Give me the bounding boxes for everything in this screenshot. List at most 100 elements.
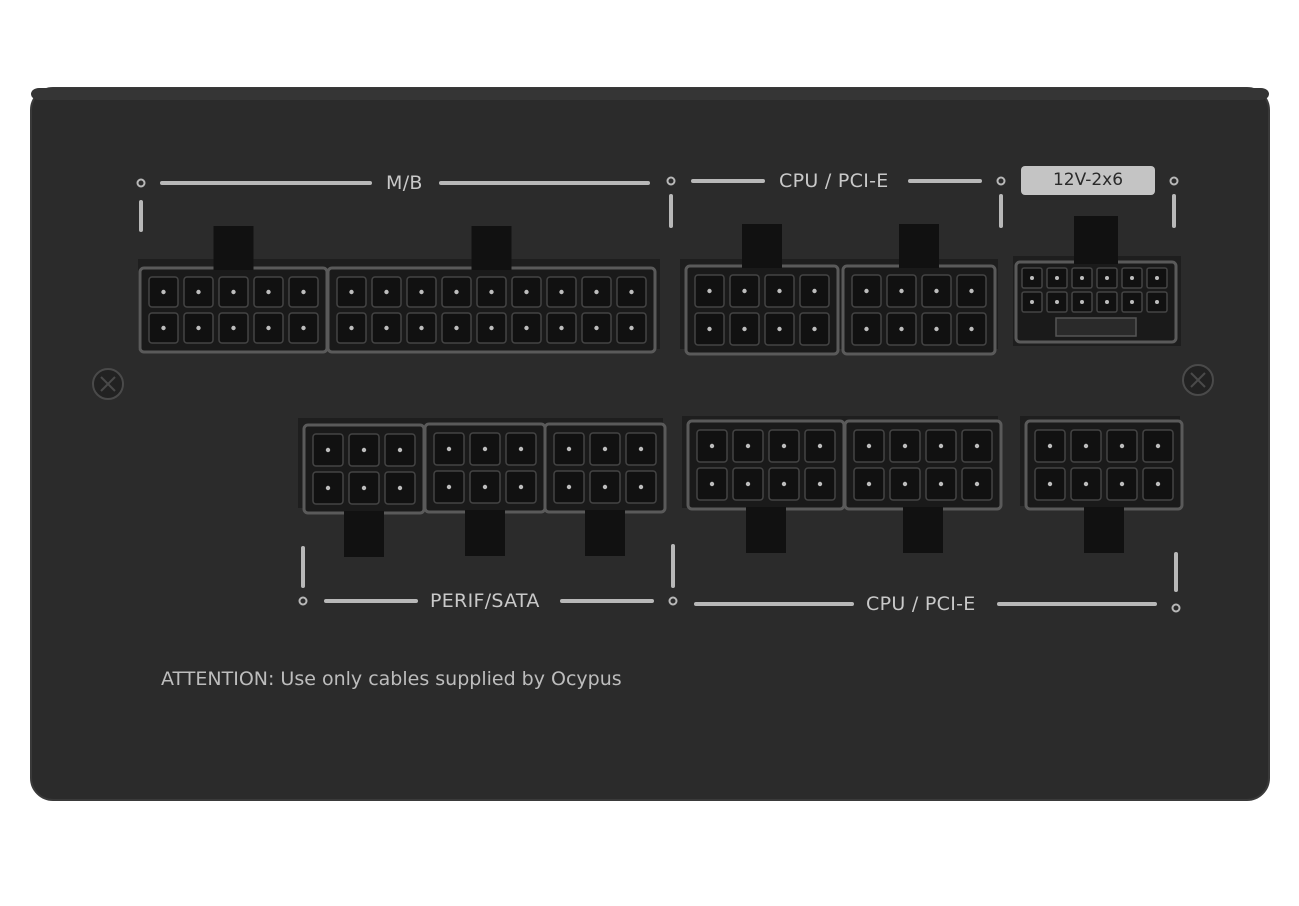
pin-contact: [864, 288, 869, 294]
pin-contact: [384, 289, 389, 295]
pin-contact: [559, 289, 564, 295]
pin-contact: [161, 325, 166, 331]
connector-latch: [213, 226, 254, 270]
connector-latch: [344, 511, 384, 557]
label-cpu-pcie-top: CPU / PCI-E: [779, 170, 889, 192]
pin-contact: [742, 326, 747, 332]
connector-latch: [1074, 216, 1118, 264]
pin-contact: [196, 325, 201, 331]
attention-notice: ATTENTION: Use only cables supplied by O…: [161, 668, 622, 690]
pin-contact: [629, 325, 634, 331]
pin-contact: [866, 481, 872, 487]
pin-contact: [969, 326, 974, 332]
pin-contact: [361, 447, 367, 453]
top-guide-dots: [136, 176, 1179, 188]
pin-contact: [384, 325, 389, 331]
pin-contact: [489, 325, 494, 331]
pin-contact: [559, 325, 564, 331]
pin-contact: [1155, 300, 1159, 304]
pin-contact: [638, 484, 644, 490]
label-cpu-pcie-bottom: CPU / PCI-E: [866, 593, 976, 615]
pin-contact: [707, 288, 712, 294]
pin-contact: [1055, 276, 1059, 280]
pin-contact: [301, 289, 306, 295]
pin-contact: [518, 446, 524, 452]
pin-contact: [899, 326, 904, 332]
connector-latch: [585, 510, 625, 556]
top-guides: [139, 179, 1176, 232]
pin-contact: [707, 326, 712, 332]
pin-contact: [1047, 443, 1053, 449]
pin-contact: [1119, 443, 1125, 449]
pin-contact: [934, 288, 939, 294]
pin-contact: [1119, 481, 1125, 487]
pin-contact: [594, 289, 599, 295]
screw-head-icon: [1182, 364, 1214, 396]
pin-contact: [231, 325, 236, 331]
pin-contact: [161, 289, 166, 295]
panel-edge: [31, 88, 1269, 100]
pin-contact: [938, 481, 944, 487]
pin-contact: [1047, 481, 1053, 487]
pin-contact: [524, 325, 529, 331]
pin-contact: [419, 289, 424, 295]
pin-contact: [566, 446, 572, 452]
pin-contact: [1080, 276, 1084, 280]
pin-contact: [777, 326, 782, 332]
pin-contact: [1083, 481, 1089, 487]
pin-contact: [934, 326, 939, 332]
connector-latch: [471, 226, 512, 270]
bottom-guide-dots: [298, 596, 1181, 613]
pin-contact: [1155, 276, 1159, 280]
connector-latch: [465, 510, 505, 556]
pin-contact: [812, 326, 817, 332]
connector-latch: [746, 507, 786, 553]
pin-contact: [397, 485, 403, 491]
pin-contact: [709, 481, 715, 487]
pin-contact: [781, 443, 787, 449]
pin-contact: [196, 289, 201, 295]
pin-contact: [745, 443, 751, 449]
pin-contact: [1155, 481, 1161, 487]
pin-contact: [349, 325, 354, 331]
label-mb: M/B: [386, 172, 423, 194]
pin-contact: [866, 443, 872, 449]
pin-contact: [817, 481, 823, 487]
badge-12v-2x6: 12V-2x6: [1021, 166, 1155, 195]
pin-contact: [446, 446, 452, 452]
pin-contact: [524, 289, 529, 295]
pin-contact: [301, 325, 306, 331]
pin-contact: [638, 446, 644, 452]
pin-contact: [938, 443, 944, 449]
pin-contact: [419, 325, 424, 331]
pin-contact: [969, 288, 974, 294]
pin-contact: [1030, 300, 1034, 304]
pin-contact: [1130, 300, 1134, 304]
pin-contact: [454, 289, 459, 295]
pin-contact: [629, 289, 634, 295]
pin-contact: [566, 484, 572, 490]
pin-contact: [902, 481, 908, 487]
connector-sockets: [138, 216, 1184, 557]
screw-head-icon: [92, 368, 124, 400]
pin-contact: [325, 485, 331, 491]
pin-contact: [781, 481, 787, 487]
pin-contact: [349, 289, 354, 295]
connector-latch: [903, 507, 943, 553]
pin-contact: [1055, 300, 1059, 304]
pin-contact: [594, 325, 599, 331]
pin-contact: [1130, 276, 1134, 280]
pin-contact: [974, 443, 980, 449]
label-perif-sata: PERIF/SATA: [430, 590, 540, 612]
pin-contact: [864, 326, 869, 332]
pin-contact: [777, 288, 782, 294]
pin-contact: [1105, 300, 1109, 304]
pin-contact: [266, 325, 271, 331]
pin-contact: [602, 446, 608, 452]
pin-contact: [397, 447, 403, 453]
pin-contact: [482, 484, 488, 490]
pin-contact: [489, 289, 494, 295]
pin-contact: [1105, 276, 1109, 280]
connector-latch: [899, 224, 939, 268]
